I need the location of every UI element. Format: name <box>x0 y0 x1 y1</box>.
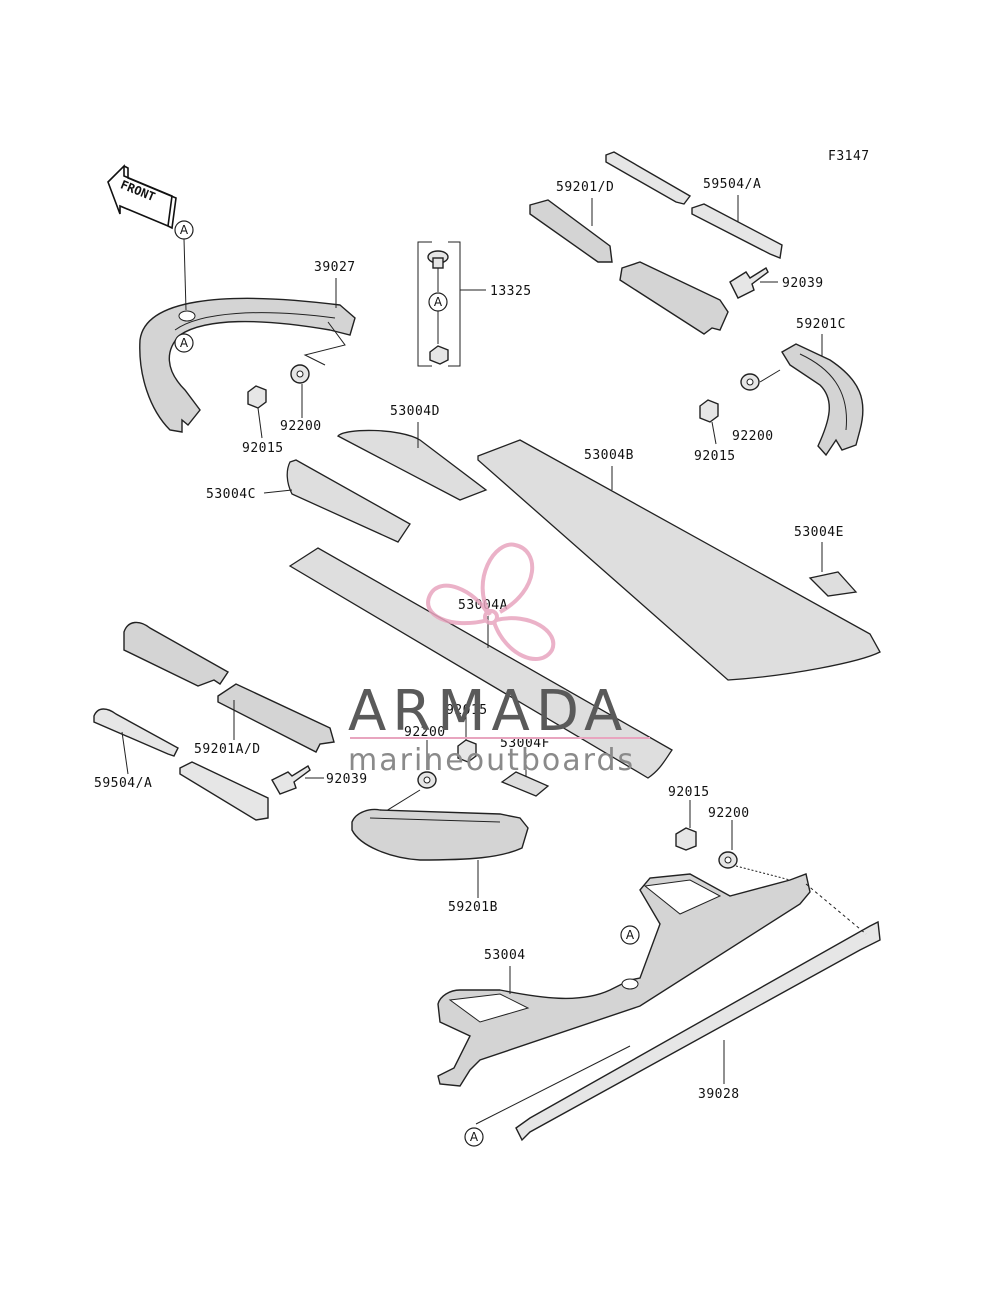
handle-59201C <box>781 343 864 457</box>
label-53004C: 53004C <box>206 487 256 502</box>
label-92039-left: 92039 <box>326 772 368 787</box>
label-92200-mid: 92200 <box>404 725 446 740</box>
front-arrow-icon: FRONT <box>107 164 177 230</box>
ref-circle <box>464 1127 484 1147</box>
rail-59201D-top <box>529 151 783 335</box>
ref-mark: A <box>434 295 443 309</box>
mat-53004B <box>477 439 881 681</box>
label-59201B: 59201B <box>448 900 498 915</box>
ref-mark: A <box>180 336 189 350</box>
strip-39028 <box>515 920 881 1142</box>
label-92200-tl: 92200 <box>280 419 322 434</box>
label-53004F: 53004F <box>500 736 550 751</box>
rail-59201AD <box>93 621 335 821</box>
label-92200-br: 92200 <box>708 806 750 821</box>
ref-mark: A <box>180 223 189 237</box>
label-92015-tl: 92015 <box>242 441 284 456</box>
label-92039-top: 92039 <box>782 276 824 291</box>
kit-13325: A <box>417 241 486 367</box>
label-39027: 39027 <box>314 260 356 275</box>
ref-mark: A <box>470 1130 479 1144</box>
label-13325: 13325 <box>490 284 532 299</box>
label-39028: 39028 <box>698 1087 740 1102</box>
nut-icon <box>247 385 267 409</box>
mat-53004A <box>288 547 673 779</box>
mat-53004F <box>500 771 550 797</box>
propeller-icon <box>426 542 556 661</box>
mat-53004E <box>808 571 858 597</box>
label-59201C: 59201C <box>796 317 846 332</box>
ref-circle <box>620 925 640 945</box>
rivet-icon <box>271 764 311 795</box>
label-53004D: 53004D <box>390 404 440 419</box>
watermark: ARMADA marineoutboards <box>348 542 650 778</box>
ref-circle <box>174 333 194 353</box>
mat-53004C <box>286 459 411 543</box>
mat-53004D <box>336 429 488 501</box>
handle-39027 <box>139 297 356 433</box>
label-53004B: 53004B <box>584 448 634 463</box>
rail-53004 <box>437 873 811 1087</box>
label-59201AD: 59201A/D <box>194 742 261 757</box>
label-59504A-top: 59504/A <box>703 177 761 192</box>
nut-icon <box>699 399 719 423</box>
label-59201D-top: 59201/D <box>556 180 614 195</box>
label-92200-tr: 92200 <box>732 429 774 444</box>
label-92015-tr: 92015 <box>694 449 736 464</box>
rivet-icon <box>729 266 769 299</box>
watermark-tagline: marineoutboards <box>348 743 635 778</box>
label-53004: 53004 <box>484 948 526 963</box>
figure-code: F3147 <box>828 149 870 164</box>
label-92015-br: 92015 <box>668 785 710 800</box>
watermark-brand: ARMADA <box>348 679 628 744</box>
label-59504A-left: 59504/A <box>94 776 152 791</box>
nut-icon <box>675 827 697 851</box>
label-92015-mid: 92015 <box>446 703 488 718</box>
handle-59201B <box>351 808 529 861</box>
label-53004E: 53004E <box>794 525 844 540</box>
ref-mark: A <box>626 928 635 942</box>
